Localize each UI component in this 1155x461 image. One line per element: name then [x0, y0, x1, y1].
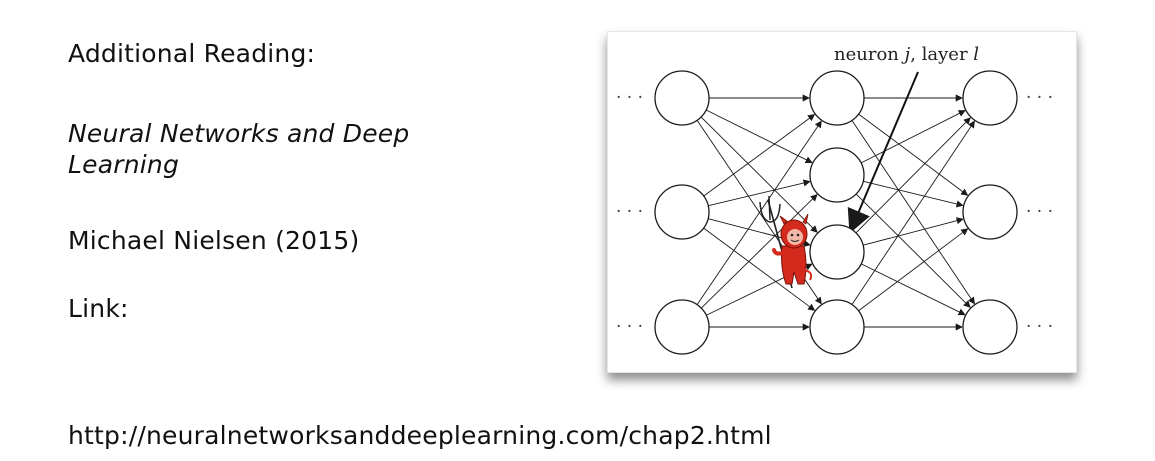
connection-edge [863, 180, 964, 208]
devil-icon [759, 195, 813, 289]
network-diagram: · · ·· · ·· · ·· · ·· · ·· · · neuron j [616, 44, 1053, 355]
highlighted-neuron [809, 224, 865, 280]
ellipsis-right: · · · [1026, 88, 1053, 108]
connection-edge [703, 227, 816, 311]
neuron-node [809, 147, 865, 203]
connection-edge [700, 116, 818, 233]
connection-edge [703, 114, 816, 197]
neuron-node [654, 184, 710, 240]
author-year: Michael Nielsen (2015) [68, 226, 360, 255]
connection-edge [860, 110, 966, 164]
connection-edge [858, 113, 969, 196]
connection-edge [708, 179, 811, 207]
connection-edge [696, 120, 822, 305]
ellipsis-right: · · · [1026, 202, 1053, 222]
book-title: Neural Networks and Deep Learning [68, 119, 410, 179]
ellipsis-left: · · · [616, 317, 643, 337]
connection-edge [863, 217, 964, 246]
reading-link[interactable]: http://neuralnetworksanddeeplearning.com… [68, 421, 772, 450]
link-label: Link: [68, 294, 129, 323]
ellipsis-left: · · · [616, 202, 643, 222]
neuron-node [962, 70, 1018, 126]
neuron-node [654, 70, 710, 126]
neuron-node [962, 299, 1018, 355]
neuron-node [962, 184, 1018, 240]
slide-heading: Additional Reading: [68, 39, 316, 68]
neuron-node [654, 299, 710, 355]
neuron-node [809, 70, 865, 126]
neuron-label: neuron j, layer l [834, 44, 979, 65]
connection-edge [861, 263, 966, 316]
connection-edge [700, 193, 818, 309]
connection-edge [705, 109, 813, 163]
connection-edge [858, 228, 969, 312]
connection-edge [855, 117, 971, 234]
pointer-arrow [847, 71, 919, 234]
ellipsis-left: · · · [616, 88, 643, 108]
connection-edge [851, 120, 975, 305]
neural-network-figure: · · ·· · ·· · ·· · ·· · ·· · · neuron j [607, 31, 1077, 373]
connection-edge [851, 120, 975, 305]
connection-edge [855, 193, 971, 308]
neuron-node [809, 299, 865, 355]
ellipsis-right: · · · [1026, 317, 1053, 337]
